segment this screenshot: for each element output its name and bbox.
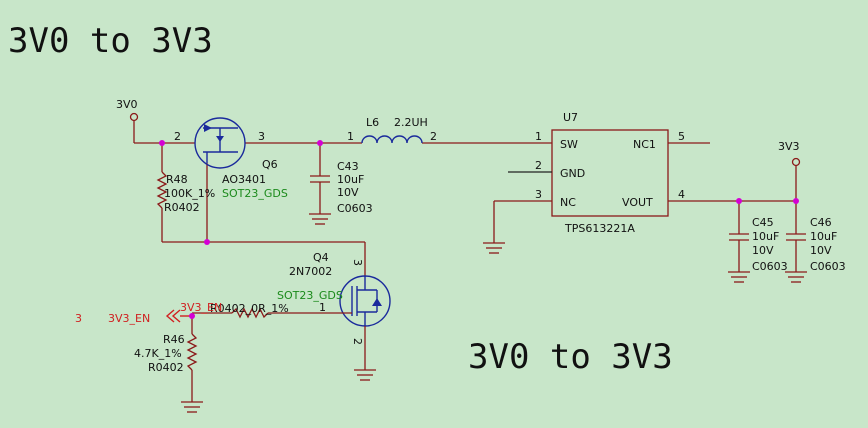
c43-ref: C43 <box>337 160 359 173</box>
enable-net-label: 3V3_EN <box>108 312 150 325</box>
r46-value: 4.7K_1% <box>134 347 182 360</box>
u7-pin-4: 4 <box>678 188 685 201</box>
junction-dots <box>159 140 799 319</box>
l6-pin-2: 2 <box>430 130 437 143</box>
title-bottom: 3V0 to 3V3 <box>468 337 673 377</box>
q6-part: AO3401 <box>222 173 266 186</box>
c45-value: 10uF <box>752 230 779 243</box>
l6-value: 2.2UH <box>394 116 428 129</box>
q4-pin-2: 2 <box>351 338 364 345</box>
u7-pin-3: 3 <box>535 188 542 201</box>
u7-pin-sw-label: SW <box>560 138 578 151</box>
r46-resistor: R46 4.7K_1% R0402 <box>134 313 203 413</box>
net-label-3v3: 3V3 <box>778 140 800 153</box>
l6-inductor: L6 2.2UH 1 2 <box>347 116 437 144</box>
u7-part: TPS613221A <box>564 222 635 235</box>
u7-pin-nc1-label: NC1 <box>633 138 656 151</box>
c46-voltage: 10V <box>810 244 832 257</box>
q6-package: SOT23_GDS <box>222 187 288 200</box>
l6-ref: L6 <box>366 116 379 129</box>
c43-capacitor: C43 10uF 10V C0603 <box>309 143 373 225</box>
u7-pin-gnd-label: GND <box>560 167 585 180</box>
q6-pin-3: 3 <box>258 130 265 143</box>
q6-ref: Q6 <box>262 158 278 171</box>
u7-ref: U7 <box>563 111 578 124</box>
c45-ref: C45 <box>752 216 774 229</box>
q4-nmos: Q4 2N7002 SOT23_GDS 1 3 2 <box>277 251 391 381</box>
u7-pin-5: 5 <box>678 130 685 143</box>
q4-pin-3: 3 <box>351 259 364 266</box>
c45-voltage: 10V <box>752 244 774 257</box>
u7-pin-nc-label: NC <box>560 196 576 209</box>
gate-resistor: R0402_0R_1% <box>192 302 290 319</box>
l6-pin-1: 1 <box>347 130 354 143</box>
r46-ref: R46 <box>163 333 185 346</box>
gate-resistor-label: R0402_0R_1% <box>210 302 289 315</box>
c43-voltage: 10V <box>337 186 359 199</box>
r48-value: 100K_1% <box>164 187 215 200</box>
q6-pin-2: 2 <box>174 130 181 143</box>
c46-package: C0603 <box>810 260 846 273</box>
enable-port: 3 3V3_EN 3V3_EN <box>75 301 222 325</box>
enable-sheet-number: 3 <box>75 312 82 325</box>
u7-converter-ic: U7 TPS613221A SW GND NC NC1 VOUT 1 2 3 4… <box>483 111 796 254</box>
net-label-3v0: 3V0 <box>116 98 138 111</box>
r48-ref: R48 <box>166 173 188 186</box>
title-top: 3V0 to 3V3 <box>8 21 213 61</box>
q4-ref: Q4 <box>313 251 329 264</box>
r48-resistor: R48 100K_1% R0402 <box>156 171 215 214</box>
c46-value: 10uF <box>810 230 837 243</box>
u7-pin-1: 1 <box>535 130 542 143</box>
q6-pmos: 2 3 Q6 AO3401 SOT23_GDS <box>174 117 288 200</box>
wire-top-rail <box>134 142 552 276</box>
q4-part: 2N7002 <box>289 265 332 278</box>
u7-pin-vout-label: VOUT <box>622 196 653 209</box>
q4-package: SOT23_GDS <box>277 289 343 302</box>
c46-capacitor: C46 10uF 10V C0603 <box>785 201 846 283</box>
enable-pin-text: 3V3_EN <box>180 301 222 314</box>
c46-ref: C46 <box>810 216 832 229</box>
q4-pin-1: 1 <box>319 301 326 314</box>
power-port-3v3: 3V3 <box>778 140 801 201</box>
c45-capacitor: C45 10uF 10V C0603 <box>728 201 788 283</box>
c43-value: 10uF <box>337 173 364 186</box>
r46-package: R0402 <box>148 361 184 374</box>
r48-package: R0402 <box>164 201 200 214</box>
c45-package: C0603 <box>752 260 788 273</box>
power-port-3v0: 3V0 <box>116 98 139 143</box>
c43-package: C0603 <box>337 202 373 215</box>
u7-pin-2: 2 <box>535 159 542 172</box>
